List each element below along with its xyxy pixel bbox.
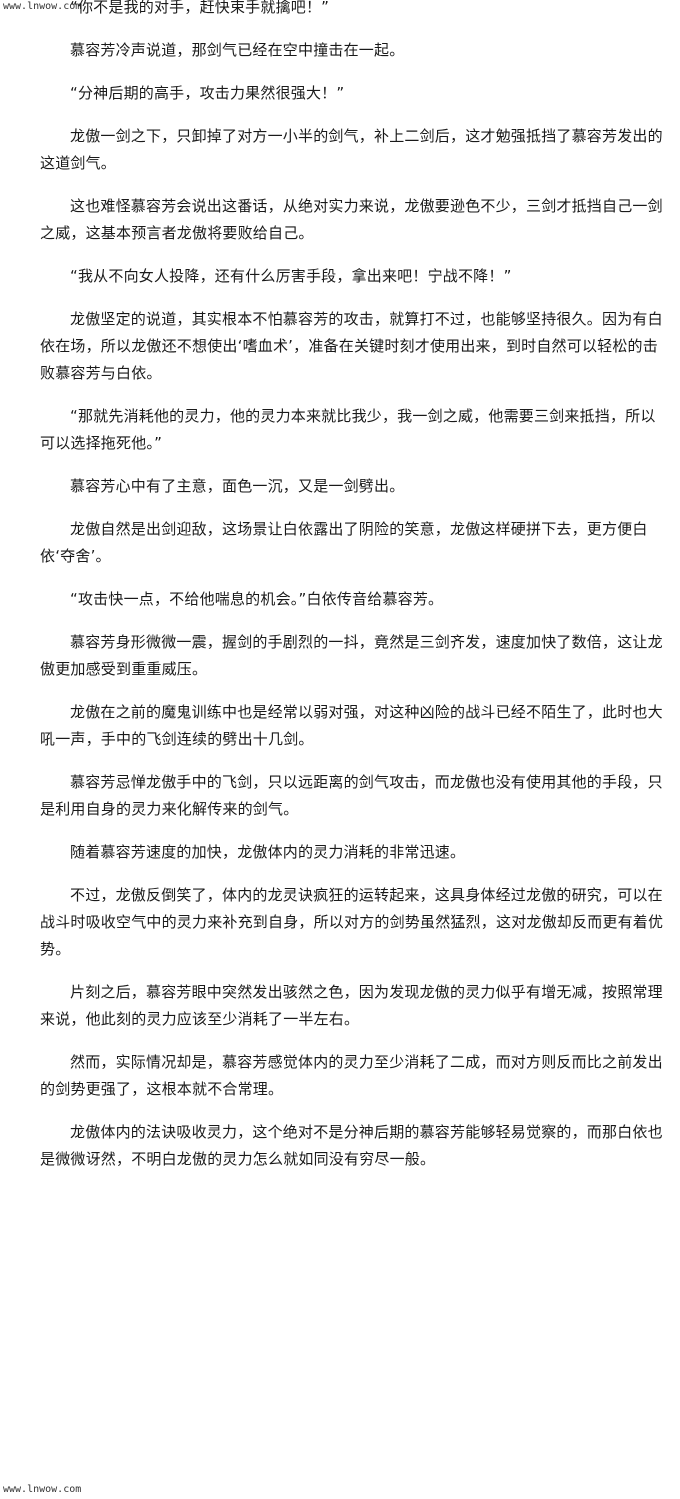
paragraph: 慕容芳忌惮龙傲手中的飞剑，只以远距离的剑气攻击，而龙傲也没有使用其他的手段，只是… (40, 773, 663, 818)
paragraph: 不过，龙傲反倒笑了，体内的龙灵诀疯狂的运转起来，这具身体经过龙傲的研究，可以在战… (40, 886, 664, 958)
paragraph: 片刻之后，慕容芳眼中突然发出骇然之色，因为发现龙傲的灵力似乎有增无减，按照常理来… (40, 983, 663, 1028)
paragraph: 龙傲体内的法诀吸收灵力，这个绝对不是分神后期的慕容芳能够轻易觉察的，而那白依也是… (40, 1123, 663, 1168)
paragraph: 随着慕容芳速度的加快，龙傲体内的灵力消耗的非常迅速。 (70, 843, 466, 861)
paragraph: “攻击快一点，不给他喘息的机会。”白依传音给慕容芳。 (70, 590, 444, 608)
paragraph: 慕容芳身形微微一震，握剑的手剧烈的一抖，竟然是三剑齐发，速度加快了数倍，这让龙傲… (40, 633, 663, 678)
watermark-bottom: www.lnwow.com (3, 1484, 82, 1495)
article-body: “你不是我的对手，赶快束手就擒吧！” 慕容芳冷声说道，那剑气已经在空中撞击在一起… (40, 0, 670, 1173)
paragraph: “我从不向女人投降，还有什么厉害手段，拿出来吧！宁战不降！” (70, 267, 512, 285)
paragraph: “你不是我的对手，赶快束手就擒吧！” (70, 0, 330, 16)
paragraph: “那就先消耗他的灵力，他的灵力本来就比我少，我一剑之威，他需要三剑来抵挡，所以可… (40, 407, 656, 452)
paragraph: 慕容芳心中有了主意，面色一沉，又是一剑劈出。 (70, 477, 405, 495)
paragraph: 龙傲自然是出剑迎敌，这场景让白依露出了阴险的笑意，龙傲这样硬拼下去，更方便白依‘… (40, 520, 648, 565)
paragraph: 慕容芳冷声说道，那剑气已经在空中撞击在一起。 (70, 41, 405, 59)
paragraph: 龙傲坚定的说道，其实根本不怕慕容芳的攻击，就算打不过，也能够坚持很久。因为有白依… (40, 310, 663, 382)
watermark-top: www.lnwow.com (3, 1, 82, 12)
paragraph: “分神后期的高手，攻击力果然很强大！” (70, 84, 345, 102)
paragraph: 这也难怪慕容芳会说出这番话，从绝对实力来说，龙傲要逊色不少，三剑才抵挡自己一剑之… (40, 197, 663, 242)
paragraph: 龙傲一剑之下，只卸掉了对方一小半的剑气，补上二剑后，这才勉强抵挡了慕容芳发出的这… (40, 127, 663, 172)
paragraph: 龙傲在之前的魔鬼训练中也是经常以弱对强，对这种凶险的战斗已经不陌生了，此时也大吼… (40, 703, 663, 748)
paragraph: 然而，实际情况却是，慕容芳感觉体内的灵力至少消耗了二成，而对方则反而比之前发出的… (40, 1053, 663, 1098)
